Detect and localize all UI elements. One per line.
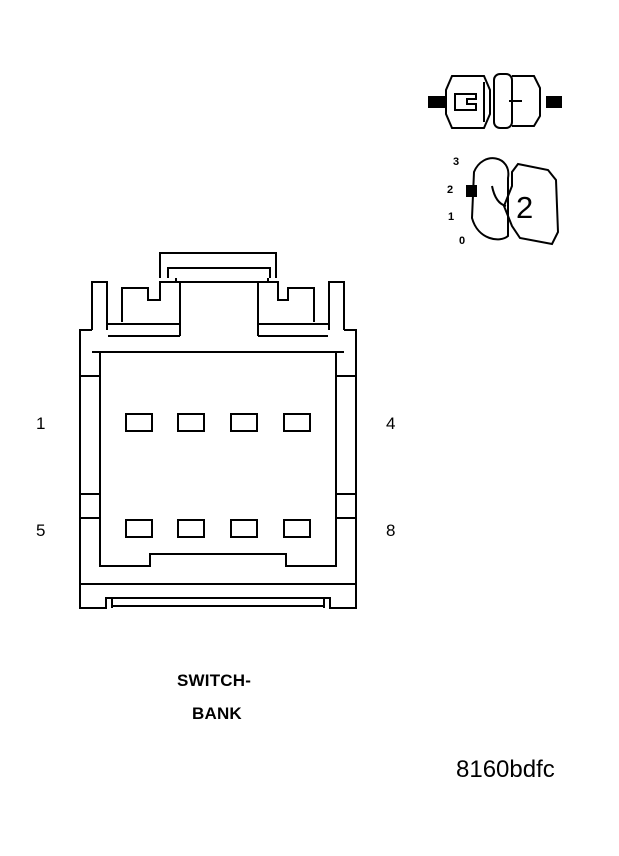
key-position-label: 2 [447, 184, 454, 196]
connector-side-view [428, 73, 562, 129]
pin-cavity-4 [283, 413, 311, 432]
pin-cavity-6 [177, 519, 205, 538]
pin-label-4: 4 [386, 414, 396, 433]
key-cam-graphic [466, 157, 560, 246]
key-position-label: 1 [448, 211, 455, 223]
pin-cavity-1 [125, 413, 153, 432]
pin-cavity-5 [125, 519, 153, 538]
key-position-label: 3 [453, 156, 460, 168]
pin-label-1: 1 [36, 414, 46, 433]
figure-code: 8160bdfc [456, 756, 555, 783]
key-number: 2 [516, 190, 534, 225]
caption-line-2: BANK [192, 704, 242, 723]
key-position-label: 0 [459, 235, 466, 247]
caption-line-1: SWITCH- [177, 671, 252, 690]
pin-cavity-7 [230, 519, 258, 538]
pin-cavity-2 [177, 413, 205, 432]
pin-cavity-3 [230, 413, 258, 432]
connector-face [79, 252, 357, 609]
pin-cavity-8 [283, 519, 311, 538]
pin-label-5: 5 [36, 521, 46, 540]
pin-label-8: 8 [386, 521, 396, 540]
